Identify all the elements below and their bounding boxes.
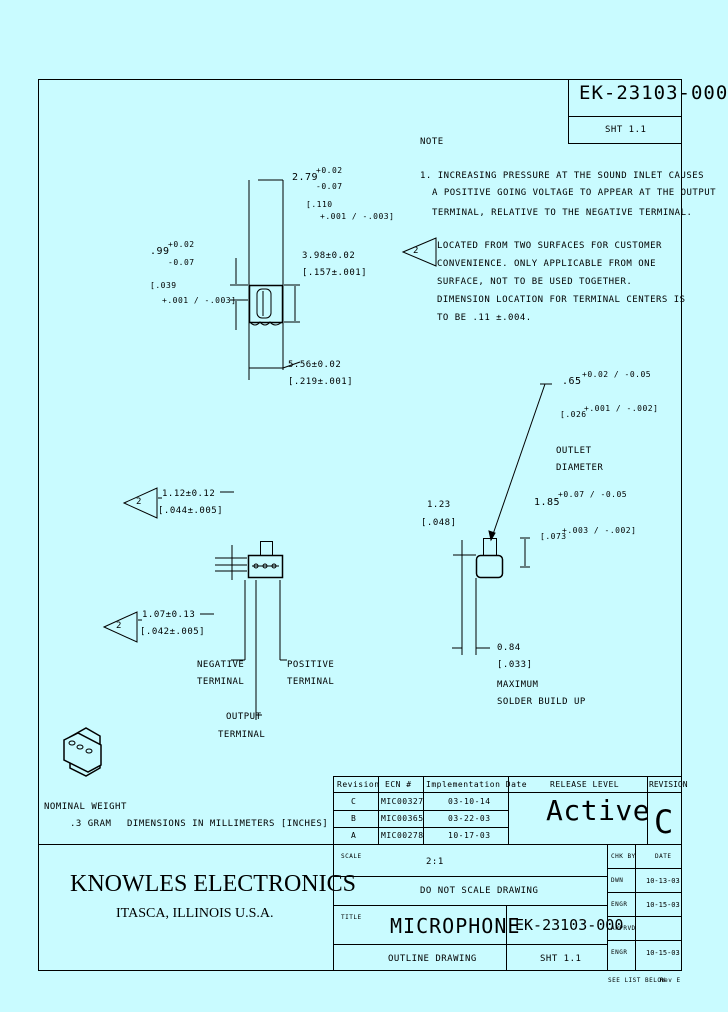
note2-line5: TO BE .11 ±.004. [437,313,532,323]
note1-line1: 1. INCREASING PRESSURE AT THE SOUND INLE… [420,171,705,181]
scale-value: 2:1 [426,857,444,867]
note1-line3: TERMINAL, RELATIVE TO THE NEGATIVE TERMI… [432,208,693,218]
signoff-header-date: DATE [655,853,672,860]
signoff-row4-date: 10-15-03 [646,949,680,957]
dim-port-label1: OUTLET [556,446,592,456]
dim-port-tol: +0.02 / -0.05 [582,370,652,379]
rev-row2-date: 03-22-03 [448,814,491,823]
note2-line3: SURFACE, NOT TO BE USED TOGETHER. [437,277,633,287]
dimensions-units-note: DIMENSIONS IN MILLIMETERS [INCHES] [127,819,329,829]
dim-width-1-tol-minus: -0.07 [316,182,343,191]
out-terminal-label-1: OUTPUT [226,712,262,722]
rev-row3-rev: A [351,831,357,840]
dim-max-label1: MAXIMUM [497,680,539,690]
signoff-header-chk: CHK BY [611,853,636,860]
note2-line2: CONVENIENCE. ONLY APPLICABLE FROM ONE [437,259,656,269]
do-not-scale-note: DO NOT SCALE DRAWING [420,886,539,896]
rev-header-revision: Revision [337,780,380,789]
release-level-header: RELEASE LEVEL [550,780,620,789]
header-sheet: SHT 1.1 [605,125,647,135]
rev-row3-ecn: MIC00278 [381,831,424,840]
dim-depth-1-in: [.157±.001] [302,268,368,278]
dim-max: 0.84 [497,643,521,653]
note1-line2: A POSITIVE GOING VOLTAGE TO APPEAR AT TH… [432,188,717,198]
dim-height-1-tol-plus: +0.02 [168,240,195,249]
rev-header-date: Implementation Date [426,780,528,789]
dim-height-1-in-tol: +.001 / -.003] [162,296,237,305]
rev-row3-date: 10-17-03 [448,831,491,840]
drawing-part-number: EK-23103-000 [515,916,624,934]
dim-h3: 1.85 [534,497,561,508]
header-part-number: EK-23103-000 [579,82,728,104]
dim-h3-in: [.073 [540,532,567,541]
dim-h2: 1.23 [427,500,451,510]
pos-terminal-label-1: POSITIVE [287,660,335,670]
signoff-row4-role: ENGR [611,949,628,956]
dim-depth-1: 3.98±0.02 [302,251,356,261]
flag-label-note2: 2 [413,246,419,256]
note2-line4: DIMENSION LOCATION FOR TERMINAL CENTERS … [437,295,686,305]
rev-row1-date: 03-10-14 [448,797,491,806]
drawing-title: MICROPHONE [390,914,521,938]
company-name: KNOWLES ELECTRONICS [70,871,356,897]
dim-port-in-tol: +.001 / -.002] [584,404,659,413]
flag-label-term2: 2 [116,621,122,631]
signoff-row2-role: ENGR [611,901,628,908]
dim-term1: 1.12±0.12 [162,489,216,499]
signoff-row1-date: 10-13-03 [646,877,680,885]
dim-port-in: [.026 [560,410,587,419]
dim-term2: 1.07±0.13 [142,610,196,620]
dim-width-1-in-tol: +.001 / -.003] [320,212,395,221]
rev-header-ecn: ECN # [385,780,412,789]
rev-row1-ecn: MIC00327 [381,797,424,806]
nominal-weight-value: .3 GRAM [70,819,112,829]
dim-length-1-in: [.219±.001] [288,377,354,387]
signoff-row1-role: DWN [611,877,624,884]
footer-left: SEE LIST BELOW [608,977,666,984]
neg-terminal-label-1: NEGATIVE [197,660,245,670]
pos-terminal-label-2: TERMINAL [287,677,335,687]
nominal-weight-label: NOMINAL WEIGHT [44,802,127,812]
company-address: ITASCA, ILLINOIS U.S.A. [116,906,274,921]
notes-heading: NOTE [420,137,444,147]
dim-port: .65 [562,376,582,387]
dim-width-1: 2.79 [292,172,319,183]
dim-max-label2: SOLDER BUILD UP [497,697,586,707]
dim-h2-in: [.048] [421,518,457,528]
footer-right: Rev E [660,977,681,984]
dim-port-label2: DIAMETER [556,463,604,473]
rev-row1-rev: C [351,797,357,806]
dim-h3-in-tol: +.003 / -.002] [562,526,637,535]
dim-width-1-in: [.110 [306,200,333,209]
dim-length-1: 5.56±0.02 [288,360,342,370]
title-label: TITLE [341,914,362,921]
dim-height-1-in: [.039 [150,281,177,290]
release-level-value: Active [546,794,651,827]
dim-height-1: .99 [150,246,170,257]
dim-width-1-tol-plus: +0.02 [316,166,343,175]
signoff-row2-date: 10-15-03 [646,901,680,909]
rev-row2-ecn: MIC00365 [381,814,424,823]
dim-max-in: [.033] [497,660,533,670]
revision-header: REVISION [649,780,688,789]
rev-row2-rev: B [351,814,357,823]
neg-terminal-label-2: TERMINAL [197,677,245,687]
note2-line1: LOCATED FROM TWO SURFACES FOR CUSTOMER [437,241,662,251]
dim-term1-in: [.044±.005] [158,506,224,516]
drawing-subtitle: OUTLINE DRAWING [388,954,477,964]
revision-value: C [654,803,674,841]
signoff-row3-role: APPRVD [611,925,636,932]
drawing-sheet: SHT 1.1 [540,954,582,964]
dim-height-1-tol-minus: -0.07 [168,258,195,267]
dim-h3-tol: +0.07 / -0.05 [558,490,628,499]
dim-term2-in: [.042±.005] [140,627,206,637]
scale-label: SCALE [341,853,362,860]
out-terminal-label-2: TERMINAL [218,730,266,740]
flag-label-term1: 2 [136,497,142,507]
